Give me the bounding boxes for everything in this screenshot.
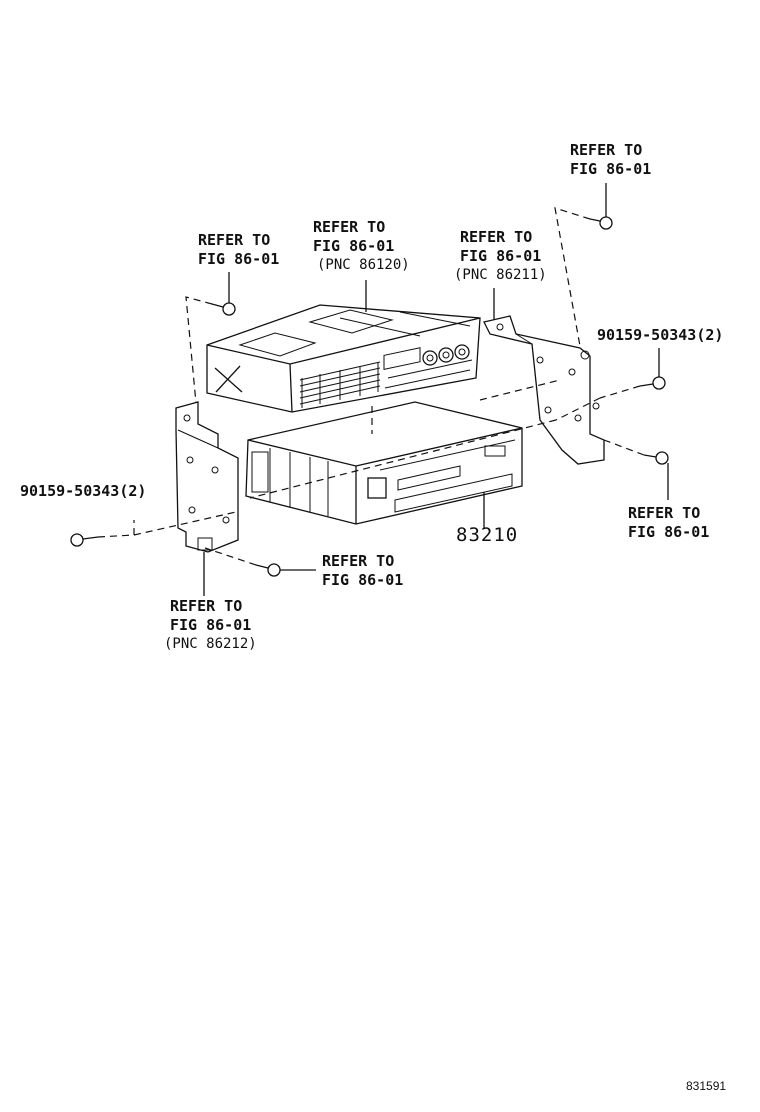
label-pnc: (PNC 86211) bbox=[454, 267, 547, 283]
label-line: REFER TO bbox=[570, 141, 643, 159]
label-line: FIG 86-01 bbox=[460, 247, 542, 265]
label-refer-lower-center: REFER TO FIG 86-01 bbox=[322, 552, 403, 590]
label-refer-lower-right: REFER TO FIG 86-01 bbox=[628, 504, 709, 542]
label-line: FIG 86-01 bbox=[570, 160, 652, 178]
label-line: REFER TO bbox=[198, 231, 271, 249]
label-line: REFER TO bbox=[170, 597, 243, 615]
label-pnc: (PNC 86120) bbox=[317, 257, 410, 273]
bolt-top-right bbox=[589, 216, 613, 230]
radio-tape-unit bbox=[206, 304, 481, 413]
left-mounting-bracket bbox=[175, 401, 239, 553]
label-line: FIG 86-01 bbox=[313, 237, 395, 255]
label-line: REFER TO bbox=[460, 228, 533, 246]
label-refer-top-right: REFER TO FIG 86-01 bbox=[570, 141, 651, 179]
label-part-left-bolt: 90159-50343(2) bbox=[20, 482, 147, 500]
label-line: REFER TO bbox=[628, 504, 701, 522]
label-line: REFER TO bbox=[313, 218, 386, 236]
label-refer-center-top: REFER TO FIG 86-01 (PNC 86120) bbox=[313, 218, 410, 275]
label-line: FIG 86-01 bbox=[170, 616, 252, 634]
right-mounting-bracket bbox=[483, 315, 605, 465]
bolt-lower-right bbox=[643, 451, 669, 465]
label-line: FIG 86-01 bbox=[322, 571, 404, 589]
bolt-left-90159 bbox=[70, 533, 99, 547]
label-refer-center-right: REFER TO FIG 86-01 (PNC 86211) bbox=[454, 228, 547, 285]
leader-lines bbox=[203, 183, 669, 596]
bolt-right-90159 bbox=[639, 376, 666, 390]
label-line: REFER TO bbox=[322, 552, 395, 570]
bolt-top-left bbox=[211, 302, 236, 316]
speaker-grille bbox=[299, 361, 381, 408]
label-pnc: (PNC 86212) bbox=[164, 636, 257, 652]
label-refer-bottom-left: REFER TO FIG 86-01 (PNC 86212) bbox=[164, 597, 257, 654]
bolt-lower-center bbox=[255, 563, 281, 577]
label-part-main: 83210 bbox=[456, 524, 519, 546]
label-line: FIG 86-01 bbox=[628, 523, 710, 541]
diagram-code: 831591 bbox=[686, 1079, 727, 1093]
label-part-right-bolt: 90159-50343(2) bbox=[597, 326, 724, 344]
label-refer-top-left: REFER TO FIG 86-01 bbox=[198, 231, 279, 269]
main-unit-83210 bbox=[245, 401, 523, 525]
alignment-lines bbox=[97, 207, 645, 566]
label-line: FIG 86-01 bbox=[198, 250, 280, 268]
